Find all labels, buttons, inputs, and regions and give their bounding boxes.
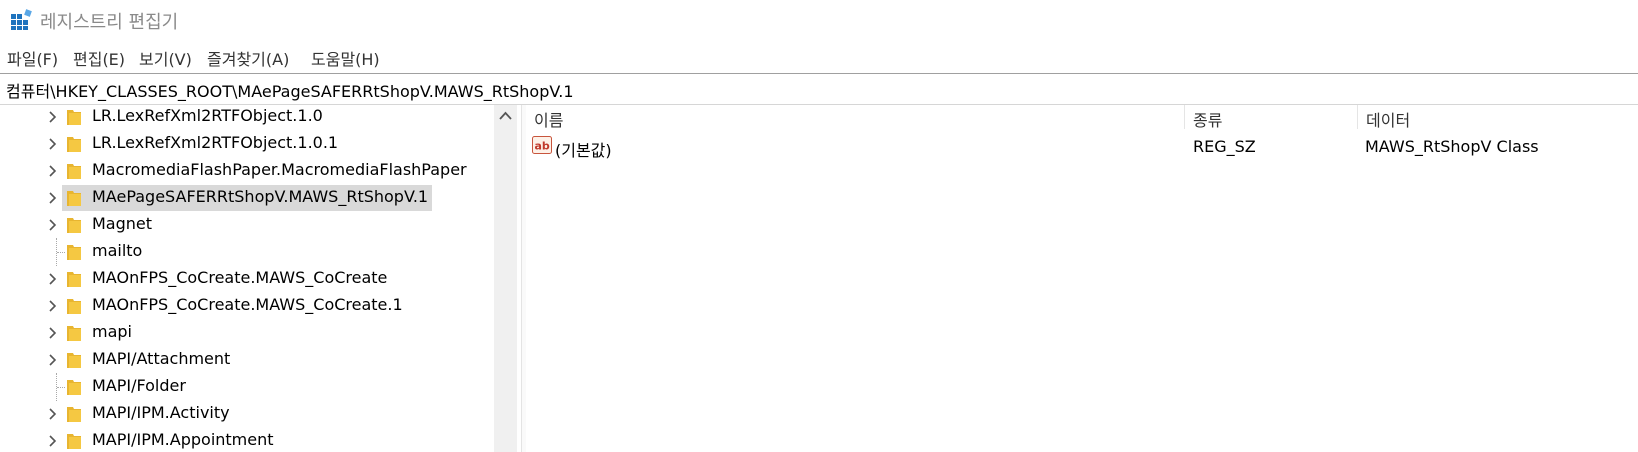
tree-item[interactable]: MAOnFPS_CoCreate.MAWS_CoCreate [0, 265, 494, 293]
tree-item-label: MAePageSAFERRtShopV.MAWS_RtShopV.1 [92, 187, 429, 206]
folder-icon [67, 407, 81, 422]
chevron-right-icon[interactable] [46, 218, 60, 232]
menu-file[interactable]: 파일(F) [7, 50, 59, 69]
value-data: MAWS_RtShopV Class [1365, 137, 1539, 156]
scroll-up-arrow-icon[interactable] [494, 105, 517, 127]
tree-item-label: MAPI/Folder [92, 376, 186, 395]
chevron-right-icon[interactable] [46, 407, 60, 421]
menu-bar: 파일(F) 편집(E) 보기(V) 즐겨찾기(A) 도움말(H) [0, 44, 1638, 70]
chevron-right-icon[interactable] [46, 191, 60, 205]
chevron-right-icon[interactable] [46, 353, 60, 367]
tree-item-label: MAOnFPS_CoCreate.MAWS_CoCreate [92, 268, 388, 287]
menu-help[interactable]: 도움말(H) [311, 50, 380, 69]
folder-icon [67, 245, 81, 260]
string-value-icon: ab [532, 136, 552, 154]
values-list: 이름 종류 데이터 ab (기본값) REG_SZ MAWS_RtShopV C… [526, 105, 1638, 452]
selection-highlight [62, 185, 432, 211]
folder-icon [67, 299, 81, 314]
tree-item[interactable]: LR.LexRefXml2RTFObject.1.0 [0, 105, 494, 131]
tree-item-label: LR.LexRefXml2RTFObject.1.0.1 [92, 133, 339, 152]
column-header-name[interactable]: 이름 [526, 105, 1184, 131]
tree-item[interactable]: MAePageSAFERRtShopV.MAWS_RtShopV.1 [0, 184, 494, 212]
tree-item[interactable]: Magnet [0, 211, 494, 239]
folder-icon [67, 164, 81, 179]
menu-view[interactable]: 보기(V) [139, 50, 192, 69]
pane-splitter[interactable] [521, 105, 526, 452]
registry-editor-icon [11, 9, 32, 30]
tree-item[interactable]: LR.LexRefXml2RTFObject.1.0.1 [0, 130, 494, 158]
tree-item-label: MAPI/IPM.Activity [92, 403, 230, 422]
value-row[interactable]: ab (기본값) REG_SZ MAWS_RtShopV Class [526, 133, 1638, 161]
folder-icon [67, 218, 81, 233]
folder-icon [67, 434, 81, 449]
tree-connector-line [57, 387, 65, 388]
address-path[interactable]: 컴퓨터\HKEY_CLASSES_ROOT\MAePageSAFERRtShop… [6, 82, 574, 101]
column-header-type[interactable]: 종류 [1185, 105, 1357, 131]
tree-connector-line [57, 252, 65, 253]
tree-item[interactable]: MacromediaFlashPaper.MacromediaFlashPape… [0, 157, 494, 185]
menu-favorites[interactable]: 즐겨찾기(A) [207, 50, 290, 69]
title-bar: 레지스트리 편집기 [0, 0, 1638, 40]
folder-icon [67, 326, 81, 341]
tree-item-label: MAOnFPS_CoCreate.MAWS_CoCreate.1 [92, 295, 403, 314]
column-type-label: 종류 [1193, 111, 1223, 130]
tree-item-label: MAPI/IPM.Appointment [92, 430, 274, 449]
tree-item[interactable]: MAPI/IPM.Appointment [0, 427, 494, 452]
column-data-label: 데이터 [1366, 111, 1411, 130]
tree-item[interactable]: MAPI/Folder [0, 373, 494, 401]
folder-icon [67, 137, 81, 152]
tree-scrollbar[interactable] [494, 105, 517, 452]
folder-icon [67, 272, 81, 287]
tree-connector-line [56, 373, 57, 401]
chevron-right-icon[interactable] [46, 110, 60, 124]
tree-item[interactable]: MAPI/Attachment [0, 346, 494, 374]
folder-icon [67, 380, 81, 395]
value-type: REG_SZ [1193, 137, 1256, 156]
tree-item-label: MacromediaFlashPaper.MacromediaFlashPape… [92, 160, 467, 179]
tree-item-label: MAPI/Attachment [92, 349, 231, 368]
chevron-right-icon[interactable] [46, 299, 60, 313]
tree-item[interactable]: MAPI/IPM.Activity [0, 400, 494, 428]
chevron-right-icon[interactable] [46, 164, 60, 178]
folder-icon [67, 110, 81, 125]
tree-item-label: mapi [92, 322, 132, 341]
column-divider[interactable] [1357, 105, 1358, 129]
chevron-right-icon[interactable] [46, 326, 60, 340]
svg-text:ab: ab [535, 140, 550, 153]
tree-item-label: LR.LexRefXml2RTFObject.1.0 [92, 106, 323, 125]
tree-item-label: Magnet [92, 214, 153, 233]
folder-icon [67, 353, 81, 368]
chevron-right-icon[interactable] [46, 137, 60, 151]
tree-item[interactable]: MAOnFPS_CoCreate.MAWS_CoCreate.1 [0, 292, 494, 320]
tree-item[interactable]: mailto [0, 238, 494, 266]
value-name: (기본값) [555, 141, 612, 160]
folder-icon [67, 191, 81, 206]
chevron-right-icon[interactable] [46, 272, 60, 286]
tree-item-label: mailto [92, 241, 143, 260]
window-title: 레지스트리 편집기 [40, 12, 179, 33]
chevron-right-icon[interactable] [46, 434, 60, 448]
tree-item[interactable]: mapi [0, 319, 494, 347]
tree-connector-line [56, 238, 57, 266]
column-header-data[interactable]: 데이터 [1358, 105, 1638, 131]
address-bar[interactable]: 컴퓨터\HKEY_CLASSES_ROOT\MAePageSAFERRtShop… [0, 73, 1638, 105]
scrollbar-track[interactable] [494, 127, 517, 452]
column-name-label: 이름 [534, 111, 564, 130]
column-divider[interactable] [1184, 105, 1185, 129]
menu-edit[interactable]: 편집(E) [73, 50, 126, 69]
